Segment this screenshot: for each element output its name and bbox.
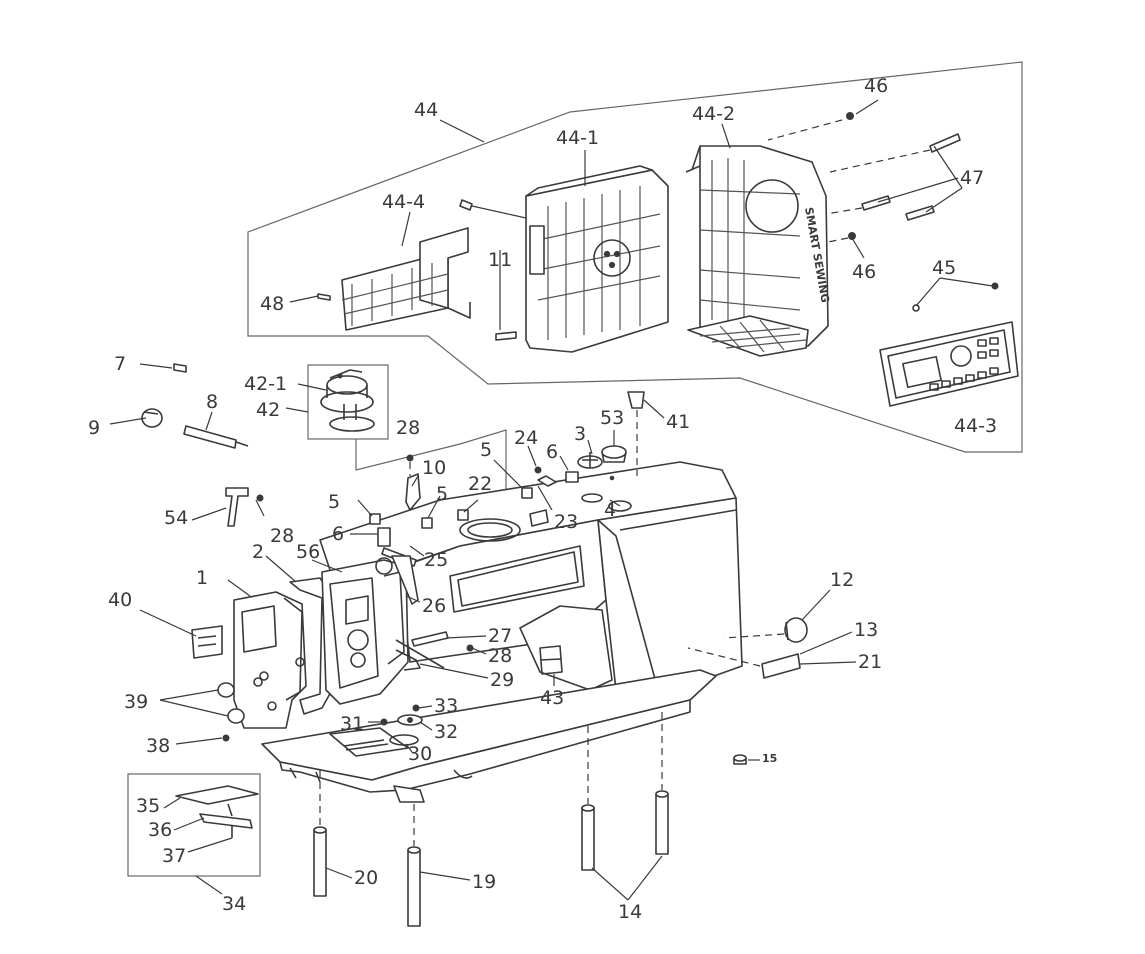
label-38: 38: [146, 735, 170, 757]
label-44-2: 44-2: [692, 103, 735, 125]
label-30: 30: [408, 743, 432, 765]
label-11: 11: [488, 249, 512, 271]
machine-arm-body: [319, 461, 743, 691]
part-15-nut: [733, 754, 747, 765]
label-12: 12: [830, 569, 854, 591]
label-41: 41: [666, 411, 690, 433]
part-8-shaft: [183, 425, 249, 449]
group-44-outline: [247, 61, 1023, 453]
label-3: 3: [574, 423, 586, 445]
label-7: 7: [114, 353, 126, 375]
label-42: 42: [256, 399, 280, 421]
label-1: 1: [196, 567, 208, 589]
label-28-left: 28: [270, 525, 294, 547]
part-40-badge: [191, 625, 223, 659]
label-2: 2: [252, 541, 264, 563]
screws-group-44: [317, 112, 999, 341]
part-9-bushing: [141, 408, 163, 428]
label-5-left: 5: [328, 491, 340, 513]
label-40: 40: [108, 589, 132, 611]
label-25: 25: [424, 549, 448, 571]
label-15: 15: [762, 752, 777, 765]
label-46-bottom: 46: [852, 261, 876, 283]
label-47: 47: [960, 167, 984, 189]
part-44-1-cover: [525, 165, 669, 353]
label-22: 22: [468, 473, 492, 495]
label-44-1: 44-1: [556, 127, 599, 149]
part-7-pin: [173, 363, 187, 373]
top-small-parts: [369, 391, 645, 605]
label-44-4: 44-4: [382, 191, 425, 213]
label-54: 54: [164, 507, 188, 529]
label-28-top: 28: [396, 417, 420, 439]
part-12-cap: [723, 617, 808, 643]
group-42-outline: [307, 364, 389, 440]
label-5-right: 5: [480, 439, 492, 461]
group-34-outline: [127, 773, 261, 877]
label-45: 45: [932, 257, 956, 279]
part-54-lever: [225, 487, 264, 527]
leader-lines: [109, 99, 994, 901]
label-37: 37: [162, 845, 186, 867]
label-42-1: 42-1: [244, 373, 287, 395]
head-mechanism: [321, 557, 474, 705]
label-10: 10: [422, 457, 446, 479]
label-5-mid: 5: [436, 483, 448, 505]
label-4: 4: [604, 499, 616, 521]
label-13: 13: [854, 619, 878, 641]
label-8: 8: [206, 391, 218, 413]
part-44-2-rear-cover: SMART SEWING: [685, 145, 832, 357]
label-24: 24: [514, 427, 538, 449]
part-39-knobs: [217, 671, 277, 724]
label-43: 43: [540, 687, 564, 709]
label-44: 44: [414, 99, 438, 121]
label-21: 21: [858, 651, 882, 673]
label-32: 32: [434, 721, 458, 743]
label-27: 27: [488, 625, 512, 647]
label-53: 53: [600, 407, 624, 429]
label-56: 56: [296, 541, 320, 563]
callout-labels: 44 44-1 44-2 46 47 44-4 11 46 45 48 44-3…: [88, 75, 997, 923]
part-21-plate: [687, 647, 801, 679]
label-14: 14: [618, 901, 642, 923]
label-23: 23: [554, 511, 578, 533]
label-28-right: 28: [488, 645, 512, 667]
label-46-top: 46: [864, 75, 888, 97]
label-26: 26: [422, 595, 446, 617]
part-35-37-feed: [175, 785, 259, 838]
label-19: 19: [472, 871, 496, 893]
part-42-bobbin-winder: [320, 369, 375, 432]
label-33: 33: [434, 695, 458, 717]
label-48: 48: [260, 293, 284, 315]
plate-parts-30-33: [380, 704, 423, 726]
group-42-dashed-link: [355, 429, 507, 492]
part-44-4-bracket: [341, 227, 471, 331]
label-35: 35: [136, 795, 160, 817]
label-39: 39: [124, 691, 148, 713]
part-38-screw: [222, 734, 230, 742]
label-36: 36: [148, 819, 172, 841]
label-9: 9: [88, 417, 100, 439]
label-31: 31: [340, 713, 364, 735]
label-6-right: 6: [546, 441, 558, 463]
label-20: 20: [354, 867, 378, 889]
part-1-face-cover: [233, 591, 307, 729]
machine-bed-plate: [261, 669, 717, 803]
part-44-3-control-panel: [879, 321, 1019, 407]
label-29: 29: [490, 669, 514, 691]
legs-14-19-20: [313, 712, 669, 927]
label-34: 34: [222, 893, 246, 915]
label-6-left: 6: [332, 523, 344, 545]
label-44-3: 44-3: [954, 415, 997, 437]
